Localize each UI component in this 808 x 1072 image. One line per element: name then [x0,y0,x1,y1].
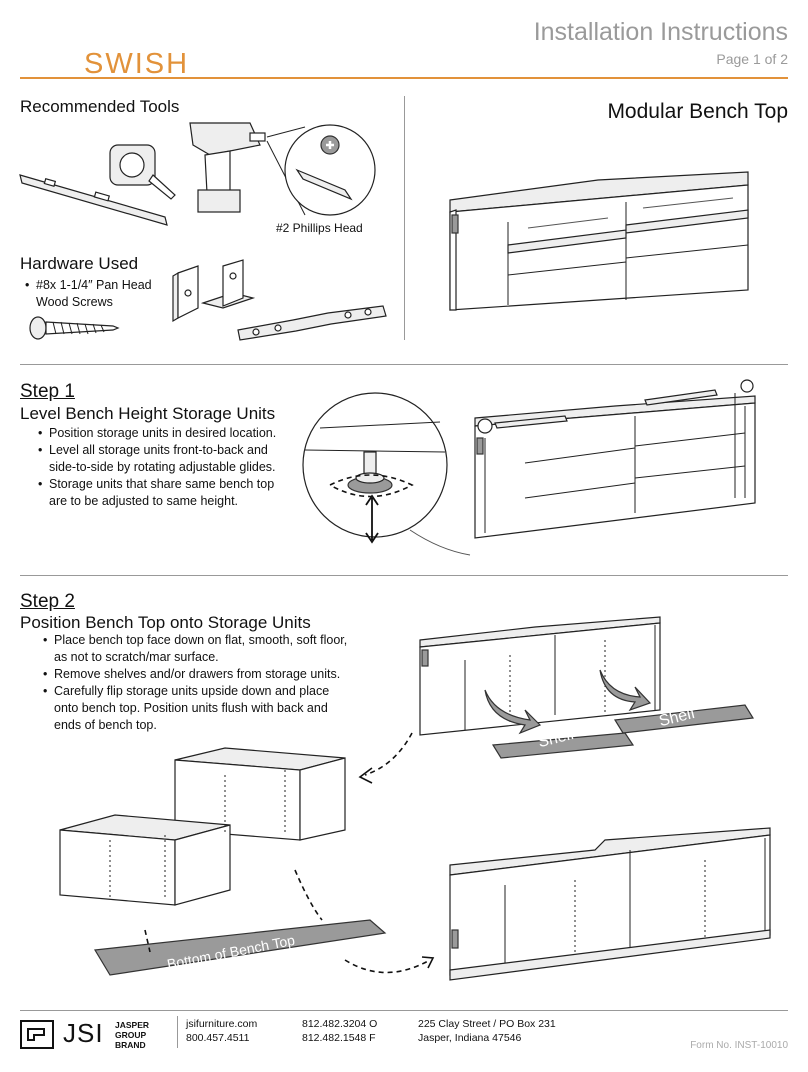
jsi-logo-text: JSI [63,1018,104,1048]
step1-bullet-cont: are to be adjusted to same height. [49,494,239,508]
step1-bullet: Storage units that share same bench top [38,476,276,493]
page-title: Installation Instructions [533,18,788,46]
tools-illustration [19,122,376,226]
step1-label: Step 1 [20,381,75,402]
step1-glide-detail [302,392,471,556]
bench-top-floor-illustration [94,919,387,976]
step2-bullet-cont: onto bench top. Position units flush wit… [54,701,328,715]
office-phone: 812.482.3204 O [302,1018,378,1030]
step1-title: Level Bench Height Storage Units [20,404,276,423]
step1-bullet: Level all storage units front-to-back an… [38,442,276,459]
form-number: Form No. INST-10010 [690,1040,788,1051]
flat-plate-icon [237,305,387,341]
footer-contact-web: jsifurniture.com 800.457.4511 [186,1017,257,1045]
hardware-illustration [29,259,387,341]
hardware-list: #8x 1-1/4″ Pan Head Wood Screws [20,277,152,311]
column-divider [404,96,405,340]
step2-bullet: Carefully flip storage units upside down… [43,683,347,700]
step1-leveling-illustration [474,379,756,539]
bit-caption: #2 Phillips Head [276,221,363,235]
bracket-icon [172,259,256,323]
toll-free-phone: 800.457.4511 [186,1032,250,1044]
website-link[interactable]: jsifurniture.com [186,1018,258,1030]
step2-bullets: Place bench top face down on flat, smoot… [38,632,347,734]
step2-bullet-cont: as not to scratch/mar surface. [54,650,219,664]
hardware-item-cont: Wood Screws [36,295,113,309]
footer-rule [20,1010,788,1011]
footer-address: 225 Clay Street / PO Box 231 Jasper, Ind… [418,1017,556,1045]
footer-divider [177,1016,178,1048]
page-number: Page 1 of 2 [716,51,788,67]
hardware-item: #8x 1-1/4″ Pan Head [25,277,152,294]
step2-bullet: Remove shelves and/or drawers from stora… [43,666,347,683]
section-divider-2 [20,575,788,576]
address-line-1: 225 Clay Street / PO Box 231 [418,1018,556,1030]
tape-measure-icon [109,144,176,200]
step2-title: Position Bench Top onto Storage Units [20,613,311,632]
jasper-group-brand: JASPER GROUP BRAND [115,1020,150,1050]
level-icon [19,174,168,226]
step2-remove-shelves-illustration [419,616,755,759]
section-divider-1 [20,364,788,365]
footer-contact-phone: 812.482.3204 O 812.482.1548 F [302,1017,377,1045]
hardware-heading: Hardware Used [20,254,139,273]
step1-bullet: Position storage units in desired locati… [38,425,276,442]
drill-icon [189,122,266,213]
step1-bullets: Position storage units in desired locati… [33,425,276,510]
step2-flipped-units-illustration [59,747,346,906]
step1-bullet-cont: side-to-side by rotating adjustable glid… [49,460,276,474]
jsi-logo-icon [20,1020,54,1049]
product-title: Modular Bench Top [607,100,788,123]
step2-bullet: Place bench top face down on flat, smoot… [43,632,347,649]
fax-phone: 812.482.1548 F [302,1032,376,1044]
step2-label: Step 2 [20,591,75,612]
step2-bullet-cont: ends of bench top. [54,718,157,732]
tools-heading: Recommended Tools [20,97,180,116]
header-rule [20,77,788,79]
screw-icon [29,316,120,340]
address-line-2: Jasper, Indiana 47546 [418,1032,522,1044]
bench-top-illustration [449,171,749,311]
phillips-bit-icon [266,124,376,216]
step2-positioned-units-illustration [449,827,771,981]
swish-logo: SWISH [84,48,190,80]
